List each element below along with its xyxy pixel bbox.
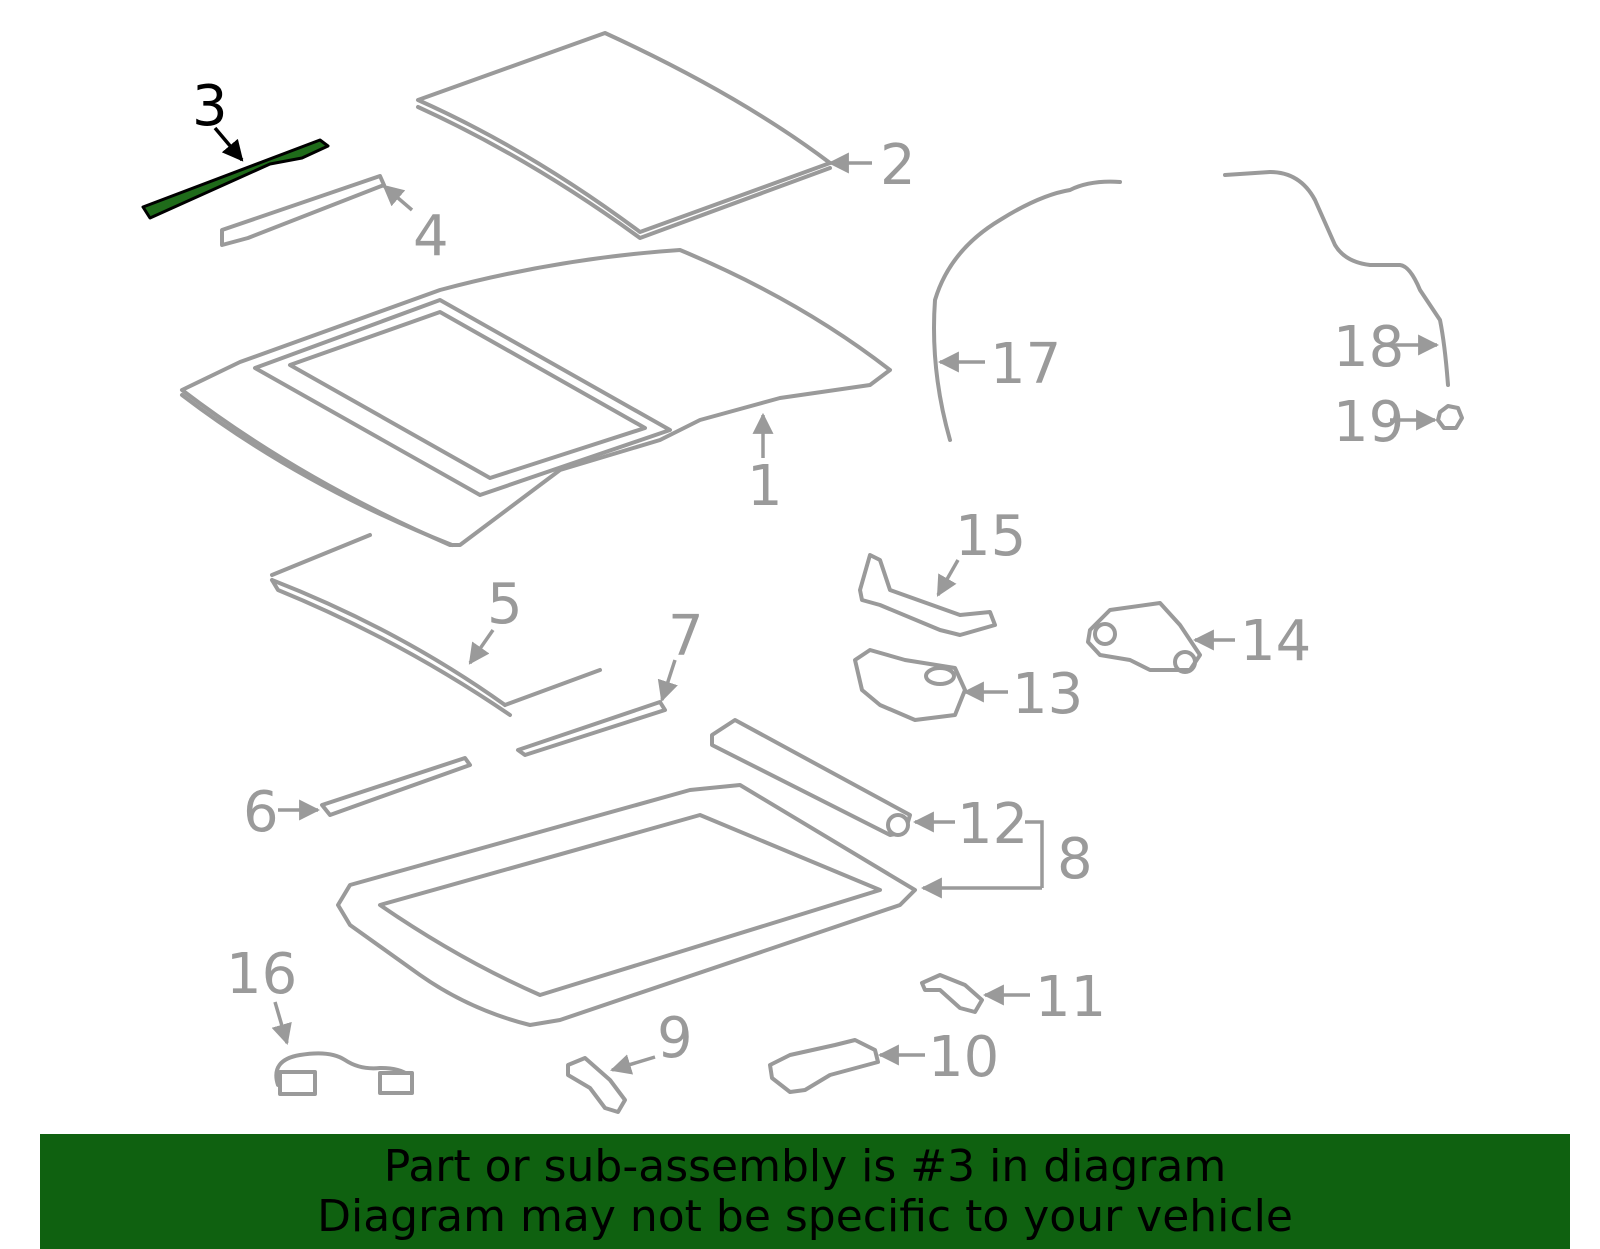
part-16[interactable] <box>274 1051 410 1087</box>
part-18[interactable] <box>1223 170 1450 387</box>
part-3-highlighted[interactable] <box>141 138 330 220</box>
part-19[interactable] <box>1436 404 1464 430</box>
part-5[interactable] <box>270 533 602 717</box>
leader-16 <box>271 1001 292 1046</box>
banner-line-1: Part or sub-assembly is #3 in diagram <box>383 1140 1227 1192</box>
leader-7 <box>657 659 678 702</box>
callout-17[interactable]: 17 <box>990 332 1061 397</box>
leader-5 <box>468 628 495 665</box>
leader-15 <box>936 559 960 597</box>
leader-8 <box>923 820 1044 888</box>
part-16-connector-a <box>278 1070 317 1096</box>
leader-3 <box>213 126 244 162</box>
leader-9 <box>609 1054 656 1075</box>
callout-1[interactable]: 1 <box>747 454 783 519</box>
callout-2[interactable]: 2 <box>880 133 916 198</box>
part-15[interactable] <box>858 553 997 637</box>
callout-13[interactable]: 13 <box>1012 662 1083 727</box>
callout-18[interactable]: 18 <box>1333 315 1404 380</box>
callout-16[interactable]: 16 <box>226 942 297 1007</box>
callout-4[interactable]: 4 <box>413 204 449 269</box>
part-1-inner <box>288 310 647 480</box>
banner-line-2: Diagram may not be specific to your vehi… <box>317 1190 1293 1242</box>
callout-14[interactable]: 14 <box>1240 609 1311 674</box>
part-10[interactable] <box>768 1038 880 1094</box>
leader-4 <box>382 184 414 212</box>
part-1-front-edge <box>180 393 454 547</box>
part-2[interactable] <box>416 31 832 234</box>
part-6[interactable] <box>320 756 472 817</box>
part-14[interactable] <box>1086 601 1202 672</box>
part-2-edge <box>416 105 832 240</box>
part-4[interactable] <box>220 174 386 247</box>
part-14-mount <box>1093 622 1117 646</box>
part-9[interactable] <box>566 1056 627 1114</box>
part-1[interactable] <box>180 248 892 547</box>
callout-9[interactable]: 9 <box>657 1006 693 1071</box>
part-12-end <box>886 813 910 837</box>
callout-8[interactable]: 8 <box>1057 827 1093 892</box>
callout-5[interactable]: 5 <box>487 572 523 637</box>
info-banner: Part or sub-assembly is #3 in diagram Di… <box>40 1134 1570 1249</box>
part-7[interactable] <box>516 700 667 757</box>
part-16-connector-b <box>378 1071 414 1095</box>
part-11[interactable] <box>920 973 984 1014</box>
callout-15[interactable]: 15 <box>955 504 1026 569</box>
part-13-port <box>924 666 956 686</box>
callout-12[interactable]: 12 <box>957 792 1028 857</box>
part-17[interactable] <box>932 179 1122 442</box>
callout-19[interactable]: 19 <box>1333 390 1404 455</box>
part-13[interactable] <box>853 648 967 722</box>
part-8-inner <box>378 813 882 997</box>
callout-11[interactable]: 11 <box>1035 965 1106 1030</box>
callout-6[interactable]: 6 <box>243 780 279 845</box>
callout-3[interactable]: 3 <box>192 74 228 139</box>
part-1-opening <box>253 298 672 497</box>
callout-10[interactable]: 10 <box>928 1025 999 1090</box>
part-14-shaft <box>1173 650 1197 674</box>
callout-7[interactable]: 7 <box>668 604 704 669</box>
